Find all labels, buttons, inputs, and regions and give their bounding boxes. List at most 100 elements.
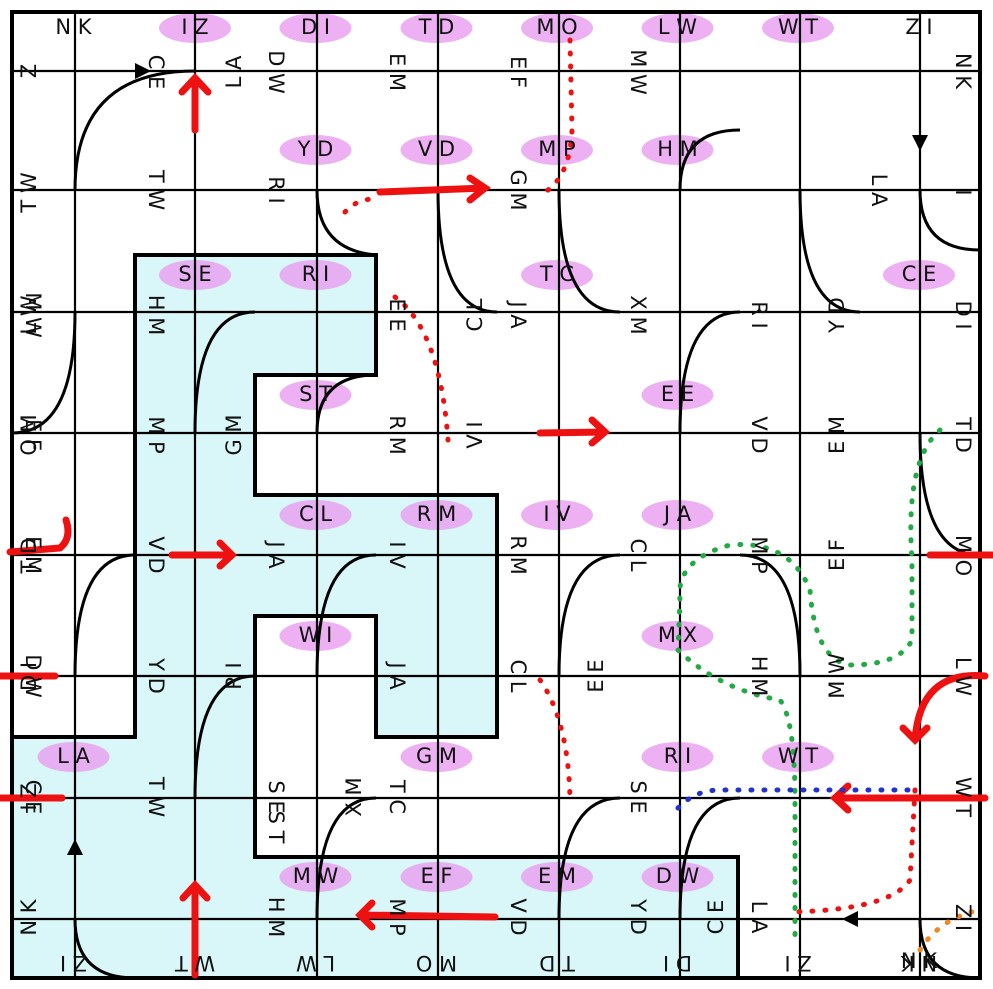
pair-label: R M: [417, 502, 456, 526]
rotated-label: M P: [747, 536, 771, 573]
highlight-mark: [400, 742, 473, 772]
rotated-label: H M: [264, 897, 288, 938]
rotated-label: V D: [747, 416, 771, 453]
edge-label-right: N K: [951, 53, 975, 90]
highlight-mark: [279, 621, 352, 651]
rotated-label: Y D: [626, 898, 650, 935]
pair-label: C L: [299, 502, 332, 526]
red-arrow-icon: [899, 672, 989, 745]
rotated-label: M W: [825, 653, 849, 699]
edge-label-bottom: T D: [539, 951, 576, 975]
arrow-right-icon: [135, 63, 151, 79]
edge-label-right: M O: [951, 535, 975, 576]
rotated-label: Y D: [144, 657, 168, 694]
path-curves: [11, 69, 981, 980]
pair-label: M W: [293, 864, 339, 888]
rotated-label: C L: [463, 298, 487, 331]
rotated-label: I V: [385, 541, 409, 569]
rotated-label: S E: [264, 780, 288, 813]
pair-label: S T: [299, 382, 332, 406]
rotated-label: E M: [385, 53, 409, 91]
highlight-mark: [400, 13, 473, 43]
rotated-label: M P: [385, 898, 409, 935]
red-dotted-trail: [787, 787, 918, 915]
rotated-label: C L: [626, 538, 650, 571]
rotated-label: V D: [144, 536, 168, 573]
rotated-label: E E: [385, 298, 409, 331]
pair-label: R I: [664, 744, 691, 768]
rotated-label: C E: [144, 55, 168, 90]
rotated-label: M W: [21, 292, 45, 338]
highlight-mark: [521, 135, 593, 165]
pair-label: Y D: [297, 137, 334, 161]
rotated-label: D W: [21, 654, 45, 698]
highlight-mark: [641, 862, 714, 892]
pair-label: V D: [418, 137, 455, 161]
dotted-trails: [342, 37, 983, 953]
highlight-mark: [641, 13, 714, 43]
edge-label-left: Z: [17, 64, 41, 78]
pair-label: N K: [901, 949, 938, 973]
rotated-label: T W: [144, 776, 168, 818]
rotated-label: S T: [264, 811, 288, 844]
edge-label-bottom: L W: [296, 951, 335, 975]
pair-label: D W: [656, 864, 700, 888]
rotated-label: J A: [506, 299, 530, 329]
edge-label-left: O M: [17, 414, 41, 455]
pair-label: T C: [539, 262, 574, 286]
pair-label: N K: [55, 15, 92, 39]
rotated-label: R I: [264, 176, 288, 203]
pair-label: M X: [658, 623, 697, 647]
edge-label-left: I Z: [17, 783, 41, 810]
pair-label: S E: [178, 262, 211, 286]
rotated-label: R I: [747, 301, 771, 328]
rotated-label: R I: [222, 662, 246, 689]
highlight-mark: [762, 742, 834, 772]
pair-label: Z I: [905, 15, 932, 39]
rotated-label: T W: [144, 169, 168, 211]
rotated-label: H M: [144, 295, 168, 336]
highlight-mark: [400, 862, 473, 892]
pair-label: R I: [302, 262, 329, 286]
pair-label: L A: [57, 744, 90, 768]
pair-label: E F: [420, 864, 452, 888]
highlight-mark: [521, 13, 593, 43]
edge-label-left: T W: [17, 172, 41, 214]
rotated-label: D W: [264, 50, 288, 94]
highlight-mark: [641, 380, 714, 410]
red-dotted-trail: [537, 677, 573, 801]
pair-label: M P: [538, 137, 575, 161]
pair-label: W T: [778, 744, 818, 768]
pair-label: L W: [658, 15, 697, 39]
edge-label-right: L W: [951, 657, 975, 696]
pair-label: C E: [902, 262, 937, 286]
rotated-label: E M: [21, 536, 45, 574]
rotated-label: L A: [747, 901, 771, 934]
edge-label-left: T D: [17, 538, 41, 575]
highlight-mark: [521, 862, 593, 892]
shaded-region: [10, 253, 740, 980]
rotated-label: G M: [222, 414, 246, 455]
rotated-label: H M: [747, 656, 771, 697]
rotated-label: V D: [506, 898, 530, 935]
highlight-mark: [279, 500, 352, 530]
red-arrow-icon: [178, 72, 212, 134]
pair-label: J A: [662, 502, 692, 526]
highlight-mark: [279, 13, 352, 43]
rotated-label: R M: [506, 535, 530, 574]
edge-label-bottom: Z I: [784, 951, 811, 975]
red-arrow-icon: [355, 899, 499, 931]
highlight-mark: [762, 13, 834, 43]
rotated-label: J A: [264, 539, 288, 569]
arrow-up-icon: [67, 839, 83, 855]
edge-label-left: N K: [17, 898, 41, 935]
red-dotted-trail: [342, 37, 575, 443]
edge-label-bottom: N K: [900, 951, 937, 975]
edge-label-right: D I: [951, 300, 975, 329]
rotated-label: R M: [385, 415, 409, 454]
highlight-mark: [521, 500, 593, 530]
rotated-label: E F: [506, 56, 530, 88]
rotated-label: V I: [463, 421, 487, 448]
